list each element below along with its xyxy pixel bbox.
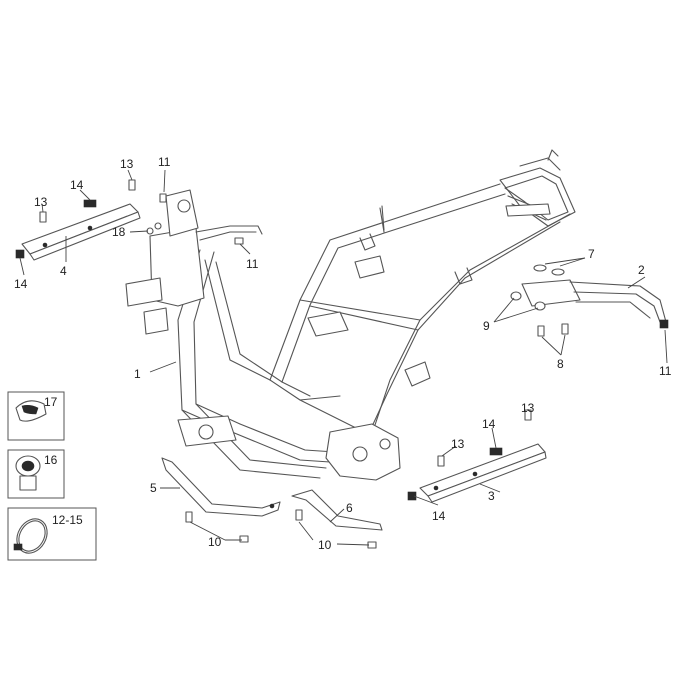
- label-part-12-15: 12-15: [52, 513, 83, 527]
- label-part-14-left: 14: [14, 277, 28, 291]
- label-part-10-left: 10: [208, 535, 222, 549]
- label-part-4: 4: [60, 264, 67, 278]
- part-2-grab-handle: [521, 279, 669, 329]
- label-part-14-bottom: 14: [432, 509, 446, 523]
- label-part-16: 16: [44, 453, 58, 467]
- label-part-8: 8: [557, 357, 564, 371]
- label-part-7: 7: [588, 247, 595, 261]
- label-part-17: 17: [44, 395, 58, 409]
- label-part-14-top: 14: [70, 178, 84, 192]
- label-part-13-right: 13: [521, 401, 535, 415]
- inset-12-15: [7, 507, 97, 561]
- main-frame: [125, 149, 576, 481]
- label-part-11-top: 11: [158, 155, 171, 169]
- label-part-10-right: 10: [318, 538, 332, 552]
- label-part-18: 18: [112, 225, 126, 239]
- label-part-14-mid: 14: [482, 417, 496, 431]
- label-part-2: 2: [638, 263, 645, 277]
- part-6-bracket: [291, 489, 383, 531]
- inset-16: [7, 449, 65, 499]
- part-labels: 1 2 3 4 5 6 7 8 9 10 10 11 11 11 13 13 1…: [14, 155, 672, 552]
- part-3-bracket: [407, 443, 547, 503]
- label-part-6: 6: [346, 501, 353, 515]
- label-part-13-top: 13: [120, 157, 134, 171]
- label-part-5: 5: [150, 481, 157, 495]
- leader-lines: [19, 169, 668, 546]
- label-part-11-right: 11: [659, 364, 672, 378]
- label-part-9: 9: [483, 319, 490, 333]
- inset-17: [7, 391, 65, 441]
- hardware-bolts: [39, 179, 569, 549]
- label-part-1: 1: [134, 367, 141, 381]
- label-part-3: 3: [488, 489, 495, 503]
- label-part-13-left: 13: [34, 195, 48, 209]
- label-part-13-mid: 13: [451, 437, 465, 451]
- part-5-bracket: [161, 457, 281, 517]
- label-part-11-mid: 11: [246, 257, 259, 271]
